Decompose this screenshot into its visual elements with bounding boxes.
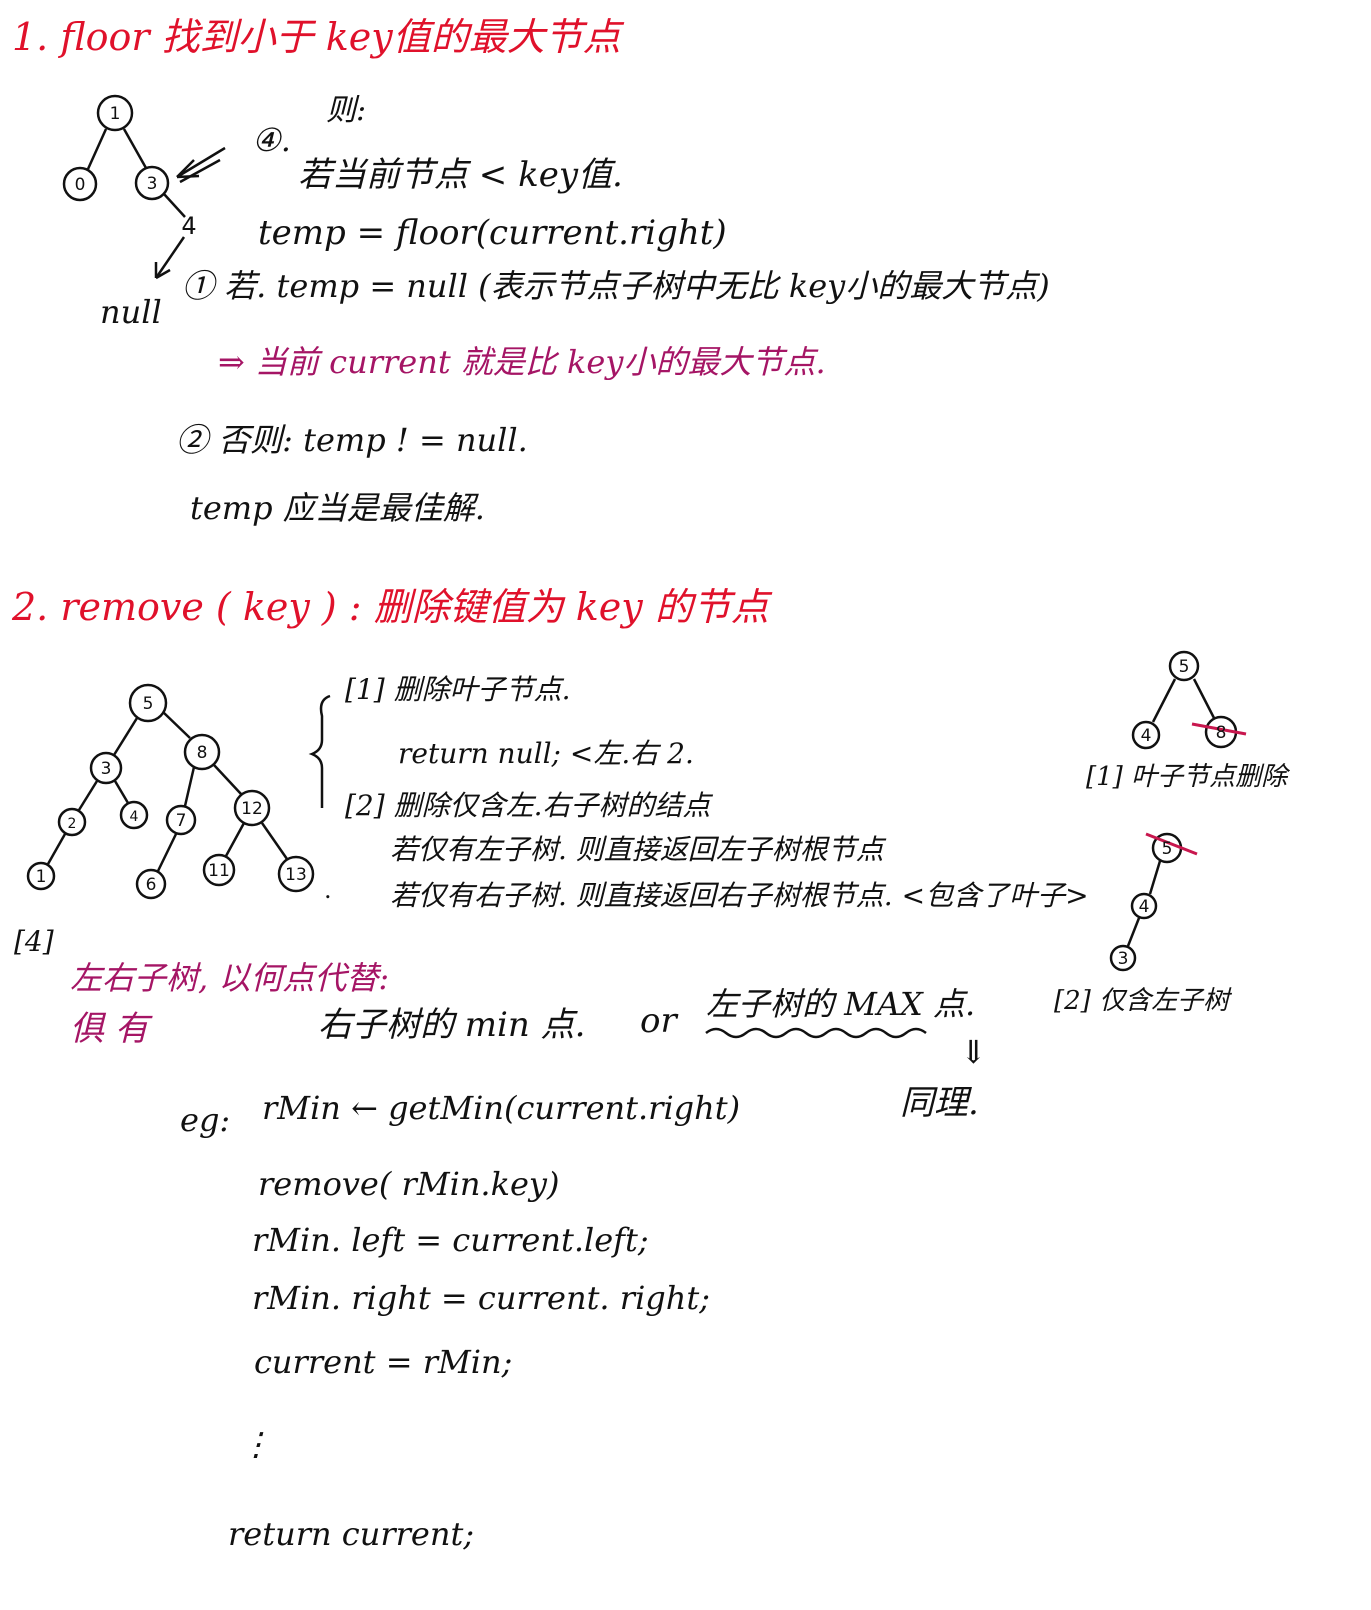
side-tree1-node-5 — [1168, 650, 1200, 682]
svg-text:1: 1 — [36, 867, 47, 887]
side-tree2-node-3 — [1109, 944, 1137, 972]
svg-text:3: 3 — [1118, 949, 1129, 969]
svg-text:3: 3 — [101, 759, 112, 779]
else-label: 则: — [326, 93, 367, 128]
temp-assignment: temp = floor(current.right) — [258, 213, 727, 253]
tree2-node-5 — [128, 683, 168, 723]
tree1-label-right: 3 — [147, 174, 158, 194]
code-line-2: remove( rMin.key) — [258, 1165, 560, 1203]
code-line-3: rMin. left = current.left; — [252, 1221, 649, 1259]
option-left-max: 左子树的 MAX 点. — [706, 985, 976, 1023]
condition-text: 若当前节点 < key值. — [298, 155, 623, 195]
case-4-tag: [4] — [14, 925, 54, 958]
tree2-node-12 — [233, 789, 271, 827]
tree1-label-rr: 4 — [181, 212, 196, 240]
same-logic: 同理. — [900, 1083, 979, 1123]
tree2-node-8 — [183, 733, 221, 771]
case-right-only: 若仅有右子树. 则直接返回右子树根节点. <包含了叶子> — [390, 879, 1089, 912]
tree1-label-left: 0 — [75, 175, 86, 195]
code-return: return current; — [228, 1515, 475, 1553]
case-leaf-code: return null; <左.右 2. — [398, 737, 694, 770]
section2-title: 2. remove ( key ) : 删除键值为 key 的节点 — [12, 585, 769, 629]
svg-text:5: 5 — [143, 694, 154, 714]
code-ellipsis: ⋮ — [240, 1425, 272, 1463]
svg-text:4: 4 — [130, 809, 139, 825]
svg-text:4: 4 — [1139, 897, 1150, 917]
svg-text:12: 12 — [241, 799, 263, 819]
tree1-node-root — [96, 94, 134, 132]
code-eg: eg: — [180, 1101, 231, 1139]
svg-text:5: 5 — [1179, 657, 1190, 677]
tree2-node-1 — [26, 861, 56, 891]
svg-text:5: 5 — [1162, 839, 1173, 859]
null-label: null — [100, 293, 162, 331]
case2-result: temp 应当是最佳解. — [190, 489, 485, 527]
down-arrow: ⇓ — [960, 1033, 987, 1071]
option-right-min: 右子树的 min 点. — [318, 1005, 586, 1045]
side-tree2-caption: [2] 仅含左子树 — [1054, 986, 1230, 1016]
case1-text: ① 若. temp = null (表示节点子树中无比 key小的最大节点) — [182, 267, 1050, 305]
section1-title: 1. floor 找到小于 key值的最大节点 — [12, 15, 621, 59]
option-or: or — [640, 1001, 677, 1041]
case2-text: ② 否则: temp ! = null. — [176, 421, 528, 459]
svg-text:8: 8 — [1216, 723, 1227, 743]
code-line-1: rMin ← getMin(current.right) — [262, 1089, 741, 1127]
tree2-node-13 — [277, 855, 315, 893]
case-leaf: [1] 删除叶子节点. — [345, 673, 571, 706]
tree2-node-2 — [57, 807, 87, 837]
tree1-node-left — [62, 166, 98, 202]
tree2-node-11 — [202, 853, 236, 887]
case-single-subtree: [2] 删除仅含左.右子树的结点 — [345, 789, 711, 822]
side-tree1-caption: [1] 叶子节点删除 — [1086, 762, 1288, 792]
case-4-both: 俱 有 — [70, 1009, 149, 1049]
tree2-node-3 — [89, 751, 123, 785]
dot-mark: . — [324, 876, 332, 904]
tree2-node-6 — [135, 868, 167, 900]
svg-text:4: 4 — [1141, 726, 1152, 746]
svg-text:8: 8 — [197, 743, 208, 763]
svg-text:13: 13 — [285, 865, 307, 885]
case1-result: ⇒ 当前 current 就是比 key小的最大节点. — [218, 343, 826, 381]
svg-text:11: 11 — [208, 861, 230, 881]
case-left-only: 若仅有左子树. 则直接返回左子树根节点 — [390, 833, 884, 866]
tree2-node-4 — [119, 800, 149, 830]
svg-text:2: 2 — [68, 816, 77, 832]
tree2-node-7 — [165, 804, 197, 836]
step-number: ④. — [252, 121, 291, 159]
case-4-question: 左右子树, 以何点代替: — [70, 959, 390, 997]
tree1-node-right — [134, 165, 170, 201]
code-line-5: current = rMin; — [254, 1343, 513, 1381]
svg-text:6: 6 — [146, 875, 157, 895]
code-line-4: rMin. right = current. right; — [252, 1279, 711, 1317]
tree1-label-root: 1 — [110, 104, 121, 124]
side-tree1-node-4 — [1131, 720, 1161, 750]
svg-text:7: 7 — [176, 811, 187, 831]
side-tree2-node-4 — [1130, 892, 1158, 920]
